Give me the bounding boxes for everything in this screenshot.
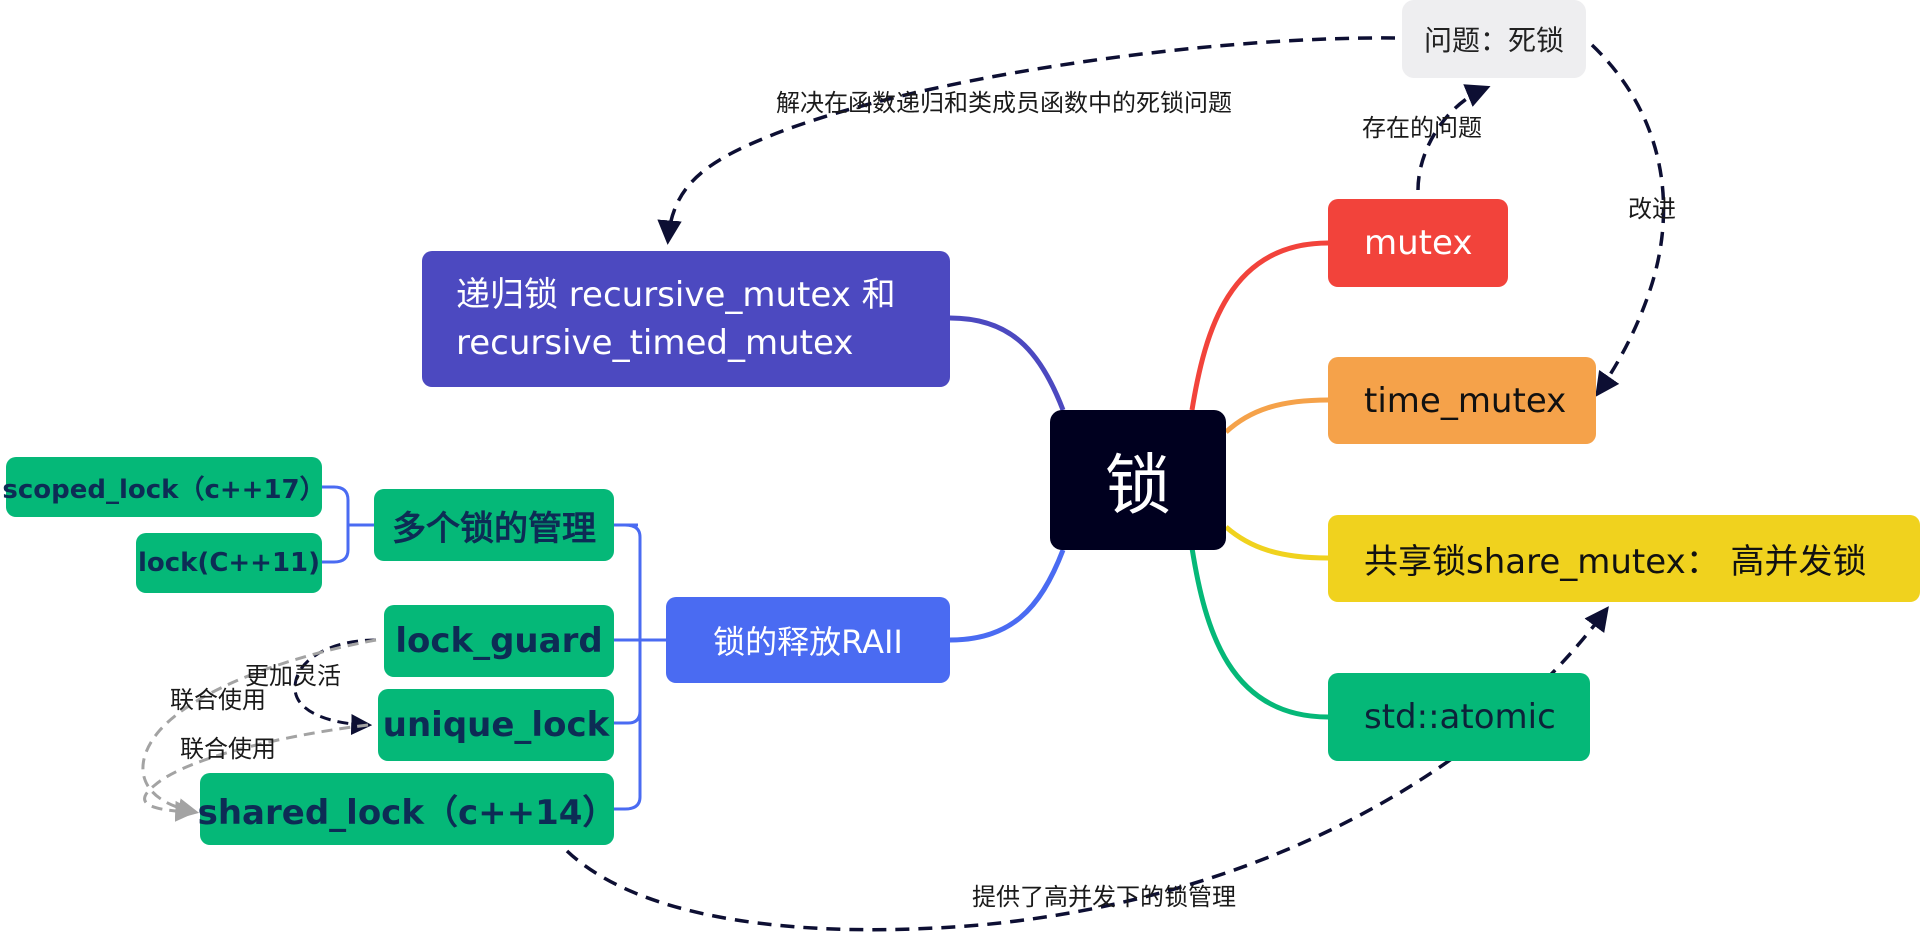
branch-raii-to-unique-lock — [614, 710, 642, 725]
branch-center-to-shared-mutex — [1224, 525, 1329, 561]
relation-existing-problem — [1416, 84, 1491, 191]
raii-node[interactable]: 锁的释放RAII — [666, 597, 950, 683]
relation-recursive-solves — [657, 36, 1396, 245]
lock-fn-label: lock(C++11) — [137, 548, 321, 578]
shared-mutex-label: 共享锁share_mutex： 高并发锁 — [1364, 542, 1867, 582]
lock-guard-node[interactable]: lock_guard — [384, 605, 614, 677]
relation-high-concurrency — [565, 606, 1609, 932]
relation-improve — [1590, 43, 1666, 398]
relation-existing-problem-label: 存在的问题 — [1362, 114, 1482, 142]
unique-lock-label: unique_lock — [382, 705, 610, 745]
time-mutex-label: time_mutex — [1364, 380, 1567, 421]
shared-mutex-node[interactable]: 共享锁share_mutex： 高并发锁 — [1328, 515, 1920, 602]
atomic-node[interactable]: std::atomic — [1328, 673, 1590, 761]
atomic-label: std::atomic — [1364, 697, 1556, 737]
relation-more-flexible — [293, 638, 377, 736]
lock-guard-label: lock_guard — [395, 621, 603, 661]
relation-combined-use-1 — [141, 638, 377, 819]
multi-lock-label: 多个锁的管理 — [392, 508, 596, 549]
relation-more-flexible-label: 更加灵活 — [245, 662, 341, 690]
time-mutex-node[interactable]: time_mutex — [1328, 357, 1596, 444]
unique-lock-node[interactable]: unique_lock — [378, 689, 614, 761]
recursive-lock-label: 递归锁 recursive_mutex 和 recursive_timed_mu… — [456, 275, 896, 363]
center-node[interactable]: 锁 — [1050, 410, 1226, 550]
branch-center-to-atomic — [1189, 547, 1329, 720]
mutex-node[interactable]: mutex — [1328, 199, 1508, 287]
lock-fn-node[interactable]: lock(C++11) — [136, 533, 322, 593]
branch-center-to-mutex — [1189, 240, 1329, 411]
branch-multi-lock-bracket — [322, 485, 350, 564]
branch-center-to-recursive — [949, 315, 1066, 411]
relation-high-concurrency-label: 提供了高并发下的锁管理 — [972, 883, 1236, 911]
branch-raii-bracket — [614, 523, 642, 811]
relation-combined-use-2-label: 联合使用 — [180, 735, 276, 763]
recursive-lock-node[interactable]: 递归锁 recursive_mutex 和 recursive_timed_mu… — [422, 251, 950, 387]
branch-center-to-raii — [949, 549, 1066, 643]
multi-lock-node[interactable]: 多个锁的管理 — [374, 489, 614, 561]
mutex-label: mutex — [1364, 223, 1473, 263]
center-node-label: 锁 — [1105, 447, 1171, 524]
scoped-lock-node[interactable]: scoped_lock（c++17） — [2, 457, 326, 517]
scoped-lock-label: scoped_lock（c++17） — [2, 474, 326, 505]
deadlock-node[interactable]: 问题：死锁 — [1402, 0, 1586, 78]
shared-lock-node[interactable]: shared_lock（c++14） — [197, 773, 617, 845]
relation-improve-label: 改进 — [1628, 195, 1676, 223]
raii-label: 锁的释放RAII — [713, 623, 903, 661]
relation-combined-use-1-label: 联合使用 — [170, 686, 266, 714]
relation-combined-use-2 — [143, 723, 369, 822]
relation-recursive-solves-label: 解决在函数递归和类成员函数中的死锁问题 — [776, 89, 1232, 117]
branch-center-to-time-mutex — [1224, 397, 1329, 434]
shared-lock-label: shared_lock（c++14） — [197, 792, 617, 833]
deadlock-label: 问题：死锁 — [1423, 24, 1564, 57]
